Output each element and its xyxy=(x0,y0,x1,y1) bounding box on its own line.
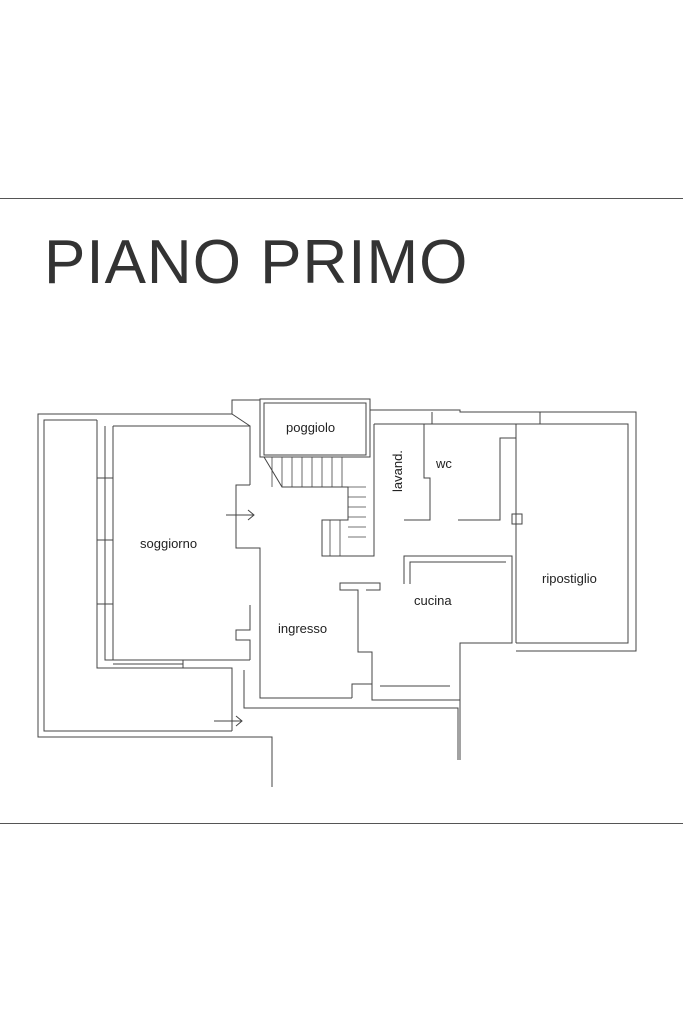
ingresso-wall-left xyxy=(259,580,352,699)
outer-walls xyxy=(37,398,637,787)
room-label-cucina: cucina xyxy=(414,593,452,608)
room-label-lavand: lavand. xyxy=(390,450,405,492)
ripostiglio-pillar xyxy=(511,513,523,525)
wc-ripostiglio-wall xyxy=(458,424,517,521)
wall-top-right-inner xyxy=(374,423,629,644)
room-label-ripostiglio: ripostiglio xyxy=(542,571,597,586)
cucina-wall-inner xyxy=(409,561,506,584)
soggiorno-wall-top-inner xyxy=(113,425,251,485)
door-arrows xyxy=(214,509,255,727)
lavand-wc-divider xyxy=(404,424,431,521)
ingresso-wall-right xyxy=(339,582,381,698)
ingresso-wall-left-outer xyxy=(243,670,459,760)
soggiorno-wall-left xyxy=(96,420,233,731)
wall-top-right xyxy=(370,409,637,652)
poggiolo-outline xyxy=(259,398,371,458)
stair-outline xyxy=(263,424,375,557)
wall-top-left xyxy=(97,399,260,415)
window-top-left xyxy=(231,413,251,427)
top-rule xyxy=(0,198,683,199)
terrace-inner xyxy=(43,419,232,732)
arrow-terrace-head xyxy=(235,715,243,727)
page-title: PIANO PRIMO xyxy=(44,228,469,297)
soggiorno-wall-right-lower xyxy=(235,605,251,660)
cucina-wall xyxy=(371,555,513,701)
bottom-rule xyxy=(0,823,683,824)
room-label-ingresso: ingresso xyxy=(278,621,327,636)
room-label-wc: wc xyxy=(435,456,452,471)
soggiorno-wall-right xyxy=(235,484,261,580)
stair-treads xyxy=(271,457,366,556)
arrow-soggiorno-head xyxy=(247,509,255,521)
room-label-soggiorno: soggiorno xyxy=(140,536,197,551)
room-label-poggiolo: poggiolo xyxy=(286,420,335,435)
poggiolo-inner xyxy=(263,402,367,456)
